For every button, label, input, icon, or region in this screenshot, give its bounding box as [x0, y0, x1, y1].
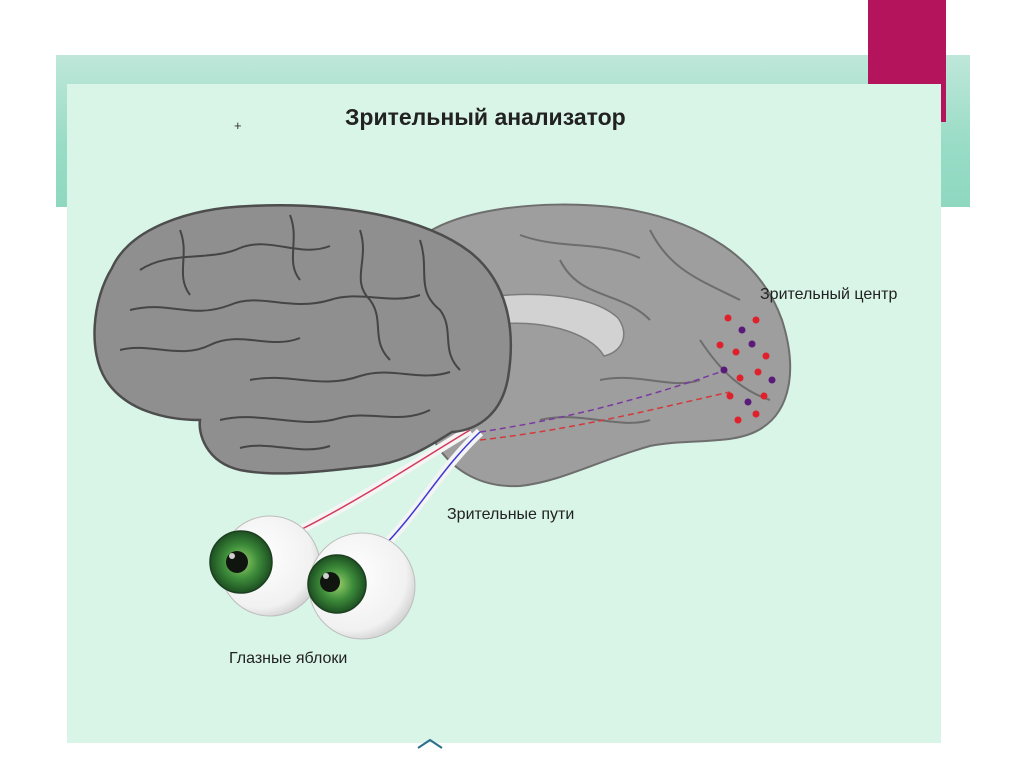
chevron-up-icon — [417, 738, 443, 749]
label-visual-center: Зрительный центр — [760, 286, 898, 303]
label-visual-paths: Зрительные пути — [447, 506, 575, 523]
right-eyeball — [307, 532, 416, 640]
plus-mark: + — [234, 118, 242, 133]
lateral-brain — [93, 204, 513, 475]
optic-paths — [297, 371, 731, 554]
label-eyeballs: Глазные яблоки — [229, 650, 348, 667]
visual-center-dots — [716, 314, 776, 424]
left-eyeball — [209, 515, 321, 617]
page-title: Зрительный анализатор — [345, 104, 626, 130]
